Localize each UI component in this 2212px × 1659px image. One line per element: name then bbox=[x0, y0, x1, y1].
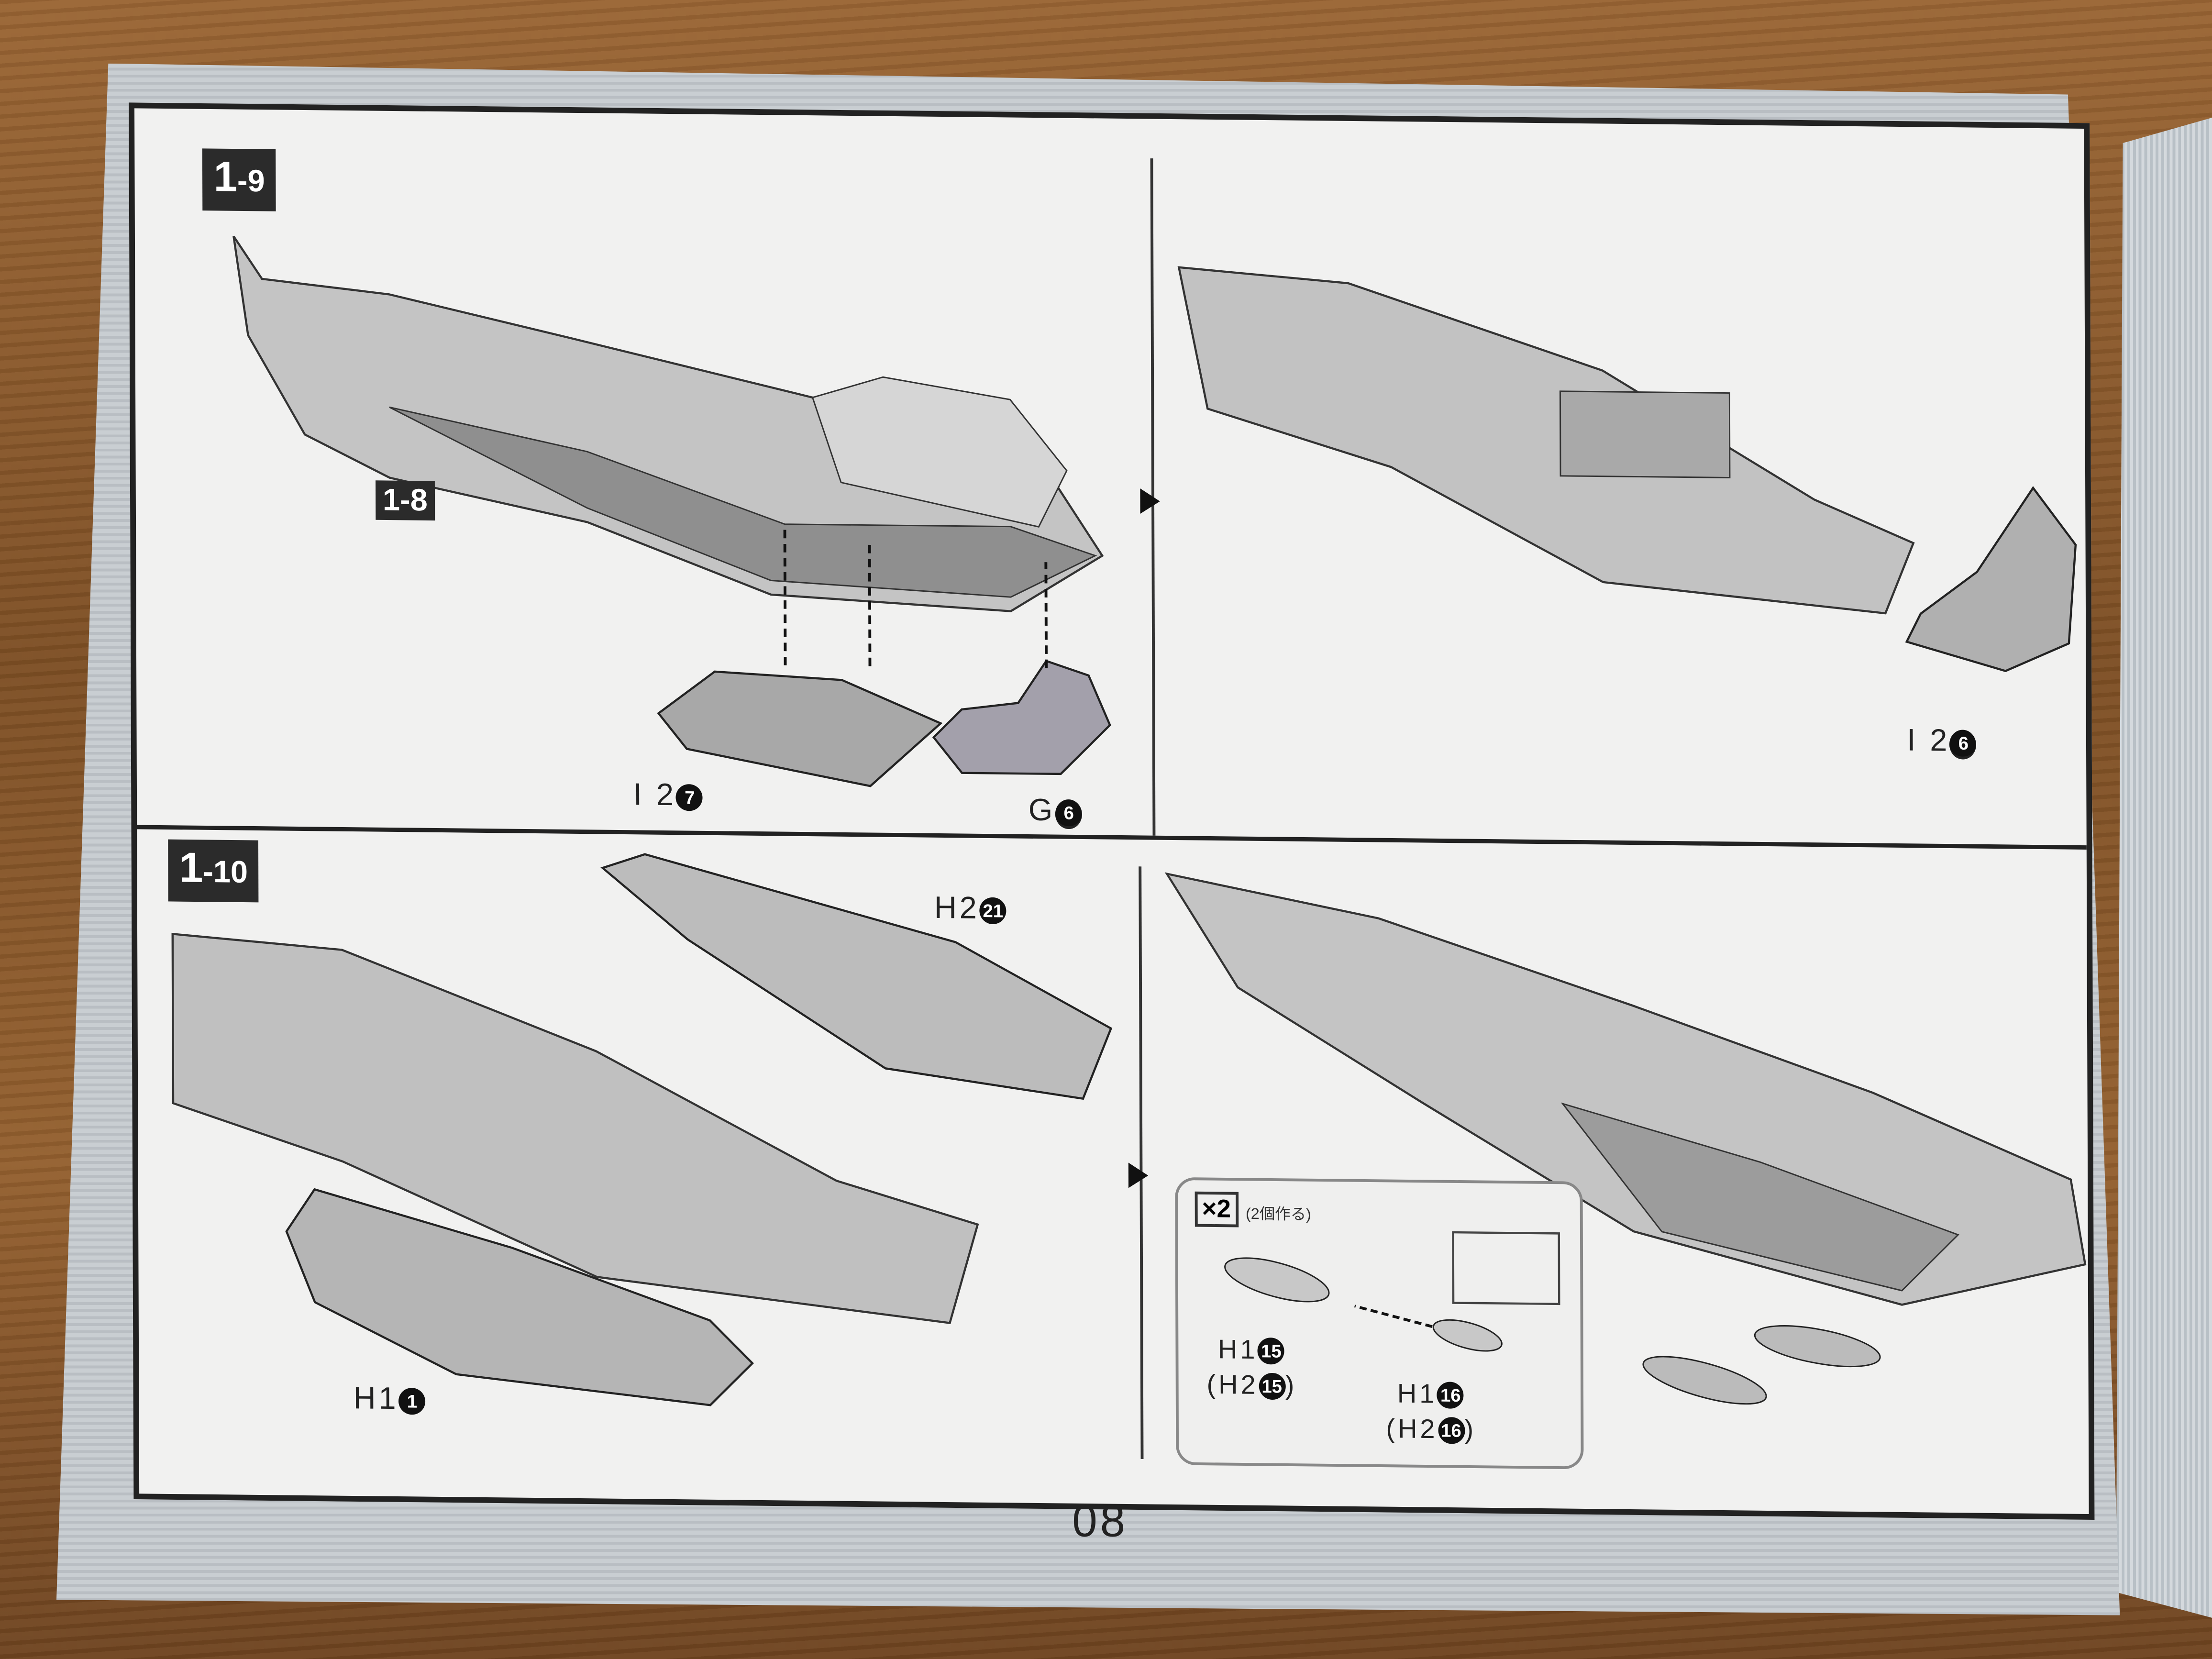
missile-pods bbox=[1642, 1325, 1881, 1405]
ship-hull-1-9 bbox=[232, 235, 1104, 612]
ship-hull-1-10-result bbox=[1164, 872, 2087, 1306]
assembly-dashed-arrows bbox=[783, 524, 1048, 668]
step-1-8-badge: 1-8 bbox=[376, 480, 435, 521]
next-arrow-icon bbox=[1128, 1162, 1149, 1188]
missile-parts-drawing bbox=[1224, 1231, 1560, 1352]
page-number: 08 bbox=[1072, 1495, 1128, 1547]
ship-hull-1-9-result bbox=[1177, 266, 1915, 615]
part-h1-1-drawing bbox=[285, 1188, 754, 1406]
quantity-note: (2個作る) bbox=[1245, 1206, 1312, 1224]
quantity-badge: ×2 bbox=[1194, 1191, 1238, 1228]
next-page-edge bbox=[2116, 112, 2212, 1623]
part-i2-7-drawing bbox=[657, 670, 943, 787]
part-i2-6-drawing bbox=[1905, 486, 2077, 672]
part-h2-21-drawing bbox=[600, 853, 1113, 1100]
part-g-6-drawing bbox=[932, 660, 1111, 775]
step-1-9-badge: 1-9 bbox=[202, 148, 276, 211]
ship-hull-1-10 bbox=[171, 932, 979, 1325]
row-divider bbox=[137, 825, 2087, 850]
next-arrow-icon bbox=[1140, 488, 1160, 514]
step-1-10-badge: 1-10 bbox=[168, 839, 259, 903]
